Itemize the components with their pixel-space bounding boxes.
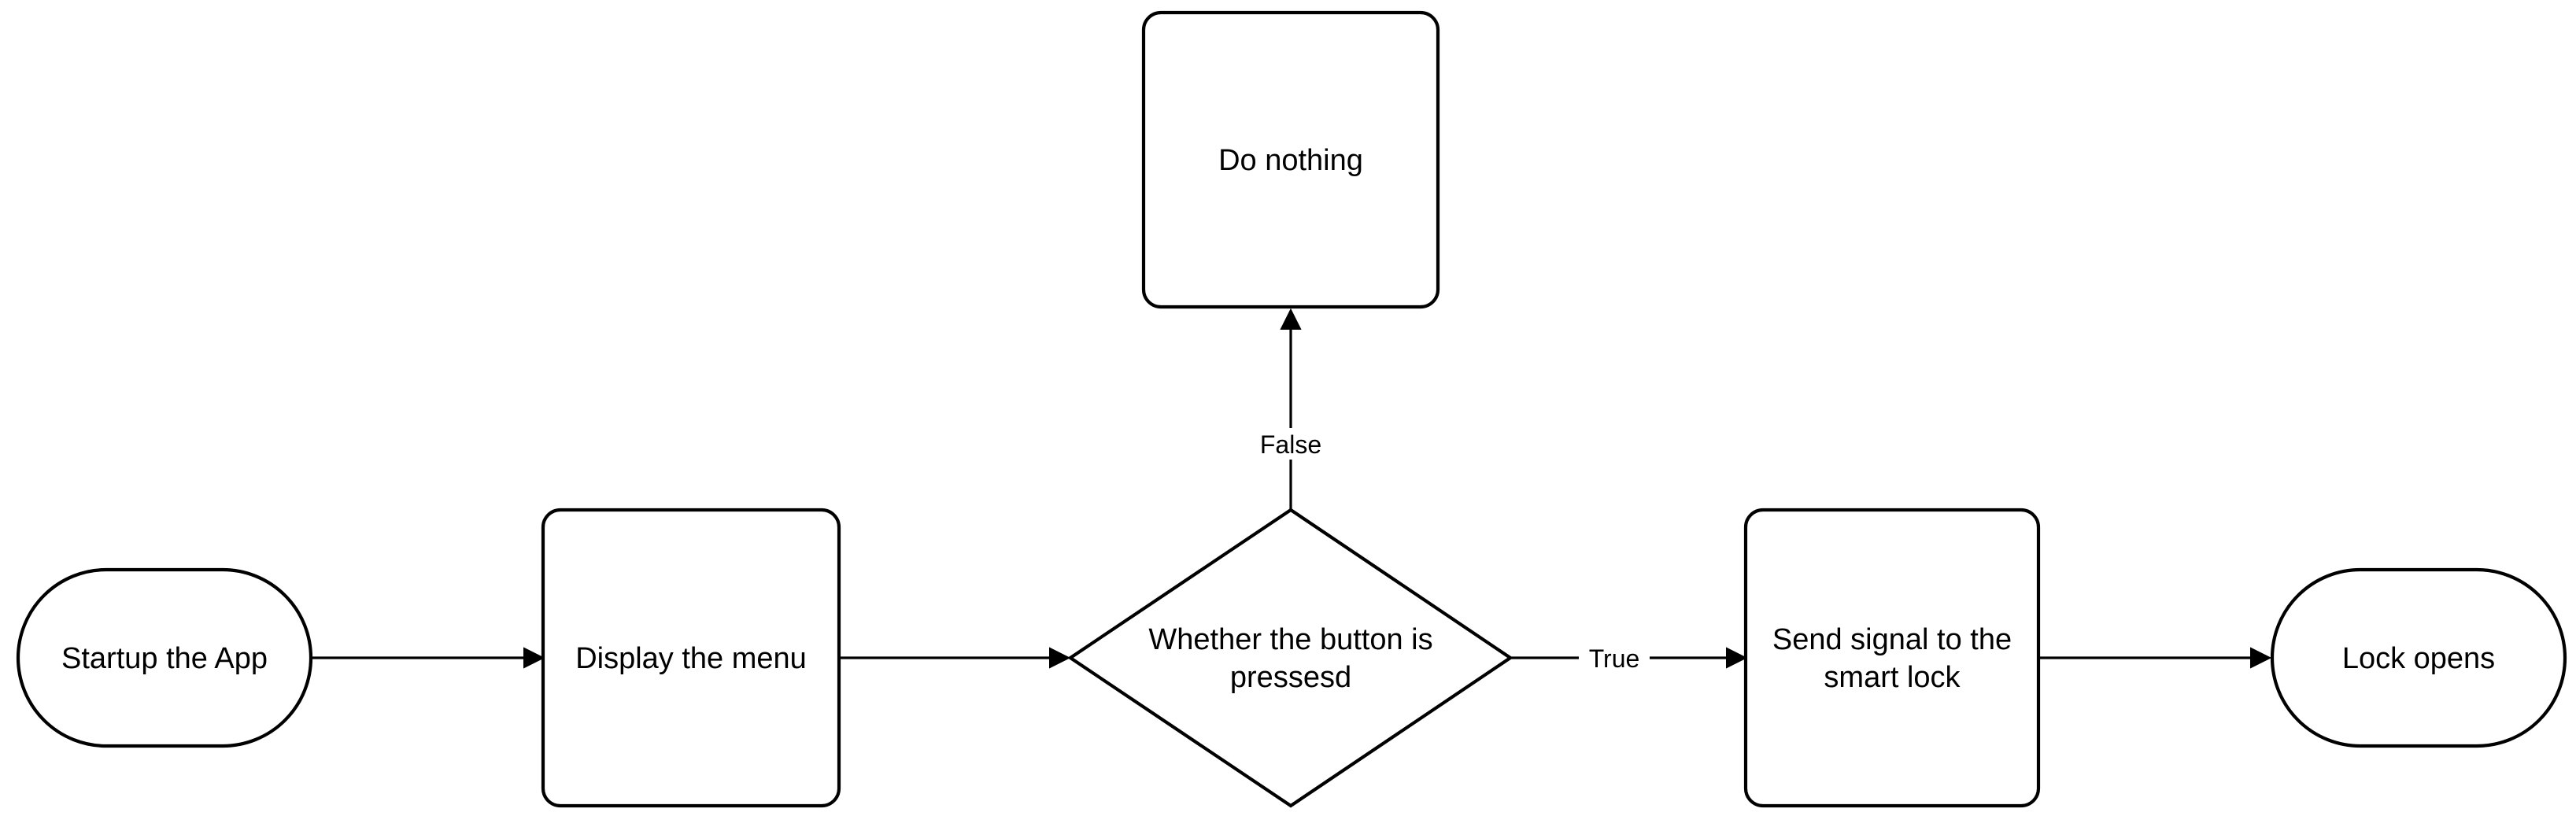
nothing-label: Do nothing — [1218, 144, 1363, 177]
edge-menu-to-decision — [839, 647, 1071, 669]
node-start-terminator[interactable]: Startup the App — [16, 567, 313, 748]
node-menu-process[interactable]: Display the menu — [541, 508, 841, 808]
true-label-text: True — [1589, 644, 1640, 673]
menu-label: Display the menu — [575, 642, 807, 675]
edge-signal-to-end — [2038, 647, 2272, 669]
start-label: Startup the App — [61, 642, 268, 675]
edge-start-to-menu — [311, 647, 545, 669]
signal-label-line2: smart lock — [1824, 661, 1961, 694]
edge-decision-to-nothing — [1280, 308, 1302, 510]
node-end-terminator[interactable]: Lock opens — [2270, 567, 2567, 748]
edge-label-true: True — [1579, 642, 1650, 674]
node-signal-process[interactable]: Send signal to the smart lock — [1743, 508, 2041, 808]
false-label-text: False — [1260, 430, 1321, 459]
node-decision-diamond[interactable]: Whether the button is pressesd — [1067, 508, 1513, 808]
end-label: Lock opens — [2342, 642, 2495, 675]
decision-label-line2: pressesd — [1230, 661, 1351, 694]
edge-label-false: False — [1251, 428, 1330, 460]
signal-label-line1: Send signal to the — [1772, 623, 2012, 656]
node-nothing-process[interactable]: Do nothing — [1141, 10, 1440, 309]
decision-label-line1: Whether the button is — [1148, 623, 1432, 656]
